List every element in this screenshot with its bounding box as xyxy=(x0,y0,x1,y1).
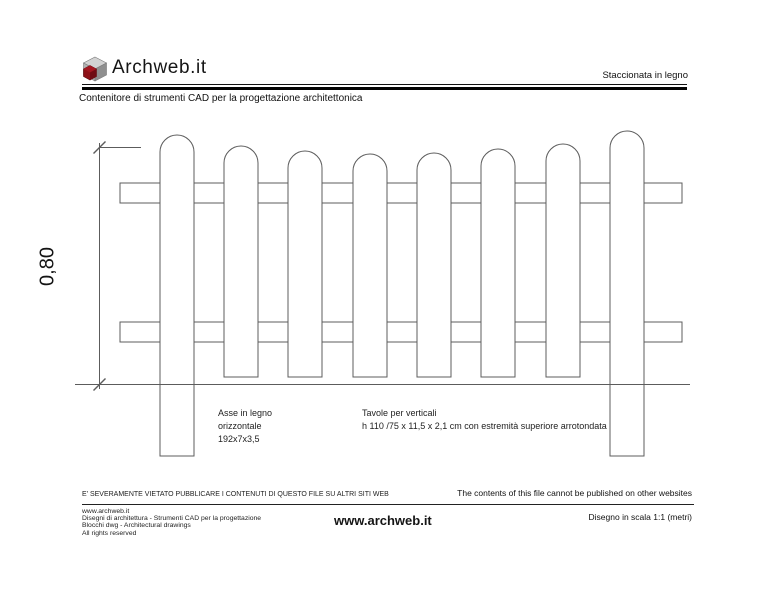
footer-info-line: Disegni di architettura - Strumenti CAD … xyxy=(82,515,262,523)
rail-top xyxy=(119,182,683,204)
callout-line: Tavole per verticali xyxy=(362,408,437,418)
footer-scale-note: Disegno in scala 1:1 (metri) xyxy=(588,512,692,522)
dimension-tick-top xyxy=(93,141,106,154)
footer-info-block: www.archweb.it Disegni di architettura -… xyxy=(82,508,261,537)
callout-rail-spec: Asse in legno orizzontale 192x7x3,5 xyxy=(218,407,272,446)
page-subtitle: Contenitore di strumenti CAD per la prog… xyxy=(79,93,363,104)
callout-boards-spec: Tavole per verticali h 110 /75 x 11,5 x … xyxy=(362,407,607,433)
callout-line: h 110 /75 x 11,5 x 2,1 cm con estremità … xyxy=(362,421,607,431)
copyright-notice-english: The contents of this file cannot be publ… xyxy=(457,488,692,498)
archweb-cube-logo-icon xyxy=(82,56,108,82)
fence-post-right xyxy=(609,130,645,457)
fence-picket xyxy=(287,150,323,378)
callout-line: Asse in legno xyxy=(218,408,273,418)
fence-post-left xyxy=(159,134,195,457)
header-rule-thin xyxy=(82,84,687,85)
sheet-title: Staccionata in legno xyxy=(602,70,688,81)
fence-picket xyxy=(545,143,581,378)
copyright-notice-italian: E' SEVERAMENTE VIETATO PUBBLICARE I CONT… xyxy=(82,491,389,498)
dimension-value: 0,80 xyxy=(36,247,59,286)
fence-picket xyxy=(352,153,388,378)
fence-picket xyxy=(223,145,259,378)
footer-site-url[interactable]: www.archweb.it xyxy=(82,508,130,515)
logo-wordmark: Archweb.it xyxy=(112,57,207,78)
footer-info-line: Blocchi dwg - Architectural drawings xyxy=(82,522,191,530)
callout-line: 192x7x3,5 xyxy=(218,434,260,444)
footer-rule xyxy=(82,504,694,505)
fence-picket xyxy=(480,148,516,378)
rail-bottom xyxy=(119,321,683,343)
footer-rights-line: All rights reserved xyxy=(82,529,137,537)
header-rule-thick xyxy=(82,87,687,90)
callout-line: orizzontale xyxy=(218,421,262,431)
footer-center-url[interactable]: www.archweb.it xyxy=(334,513,432,528)
fence-picket xyxy=(416,152,452,378)
dimension-tick-bottom xyxy=(93,378,106,391)
